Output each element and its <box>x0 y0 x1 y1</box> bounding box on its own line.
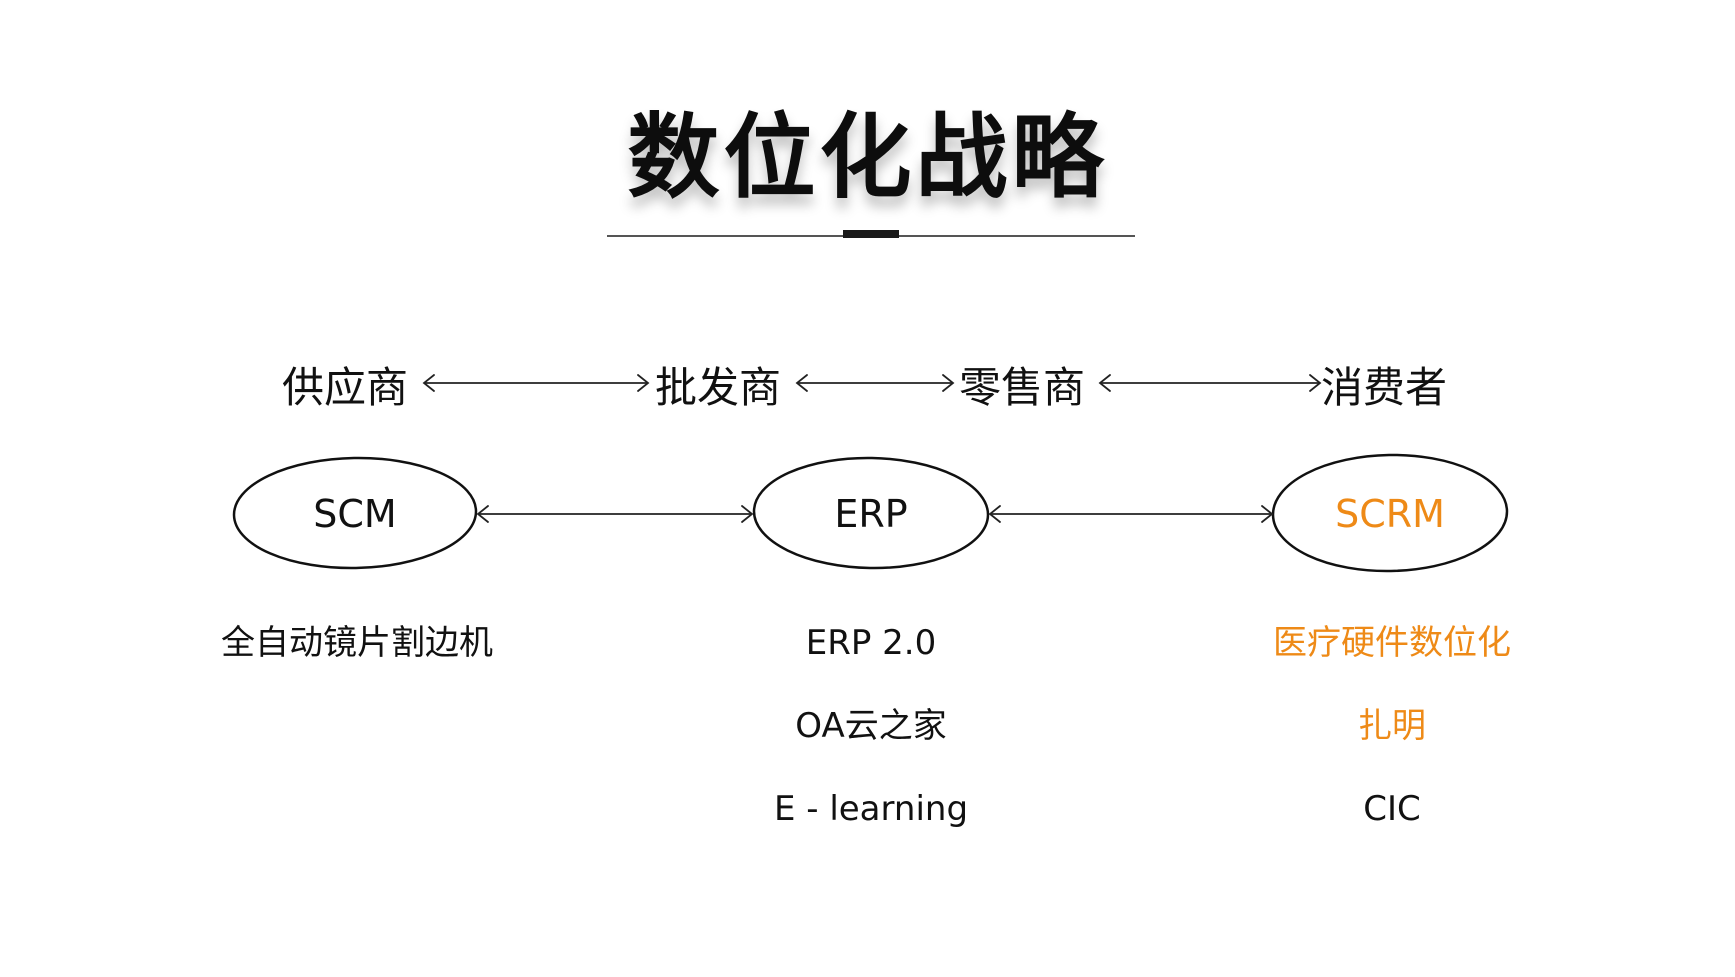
stage-arrow-3 <box>1098 374 1322 392</box>
value-chain-row: 供应商 批发商 零售商 消费者 <box>282 363 1447 412</box>
stage-label-wholesaler: 批发商 <box>655 363 781 412</box>
stage-label-retailer: 零售商 <box>959 363 1085 412</box>
page-title: 数位化战略 <box>627 104 1108 211</box>
title-accent-bar <box>843 230 899 238</box>
system-arrow-2 <box>988 505 1274 523</box>
oval-erp <box>752 456 990 570</box>
erp-item: OA云之家 <box>795 706 946 746</box>
system-node-scrm: SCRM <box>1271 453 1509 573</box>
stage-arrow-2 <box>795 374 955 392</box>
scrm-item: CIC <box>1363 789 1421 829</box>
system-node-scm: SCM <box>232 456 478 570</box>
systems-row: SCM ERP SCRM <box>232 453 1509 573</box>
oval-scrm <box>1271 453 1509 573</box>
scm-item: 全自动镜片割边机 <box>221 623 493 663</box>
scrm-item: 扎明 <box>1358 706 1426 746</box>
erp-item: E - learning <box>774 789 968 829</box>
system-label-erp: ERP <box>834 492 907 536</box>
system-arrow-1 <box>476 505 754 523</box>
system-label-scm: SCM <box>313 492 396 536</box>
stage-label-consumer: 消费者 <box>1321 363 1447 412</box>
system-node-erp: ERP <box>752 456 990 570</box>
stage-label-supplier: 供应商 <box>282 363 408 412</box>
scrm-item: 医疗硬件数位化 <box>1273 623 1511 663</box>
oval-scm <box>232 456 478 570</box>
system-label-scrm: SCRM <box>1335 492 1445 536</box>
erp-item: ERP 2.0 <box>806 623 937 663</box>
stage-arrow-1 <box>422 374 650 392</box>
system-items: 全自动镜片割边机 ERP 2.0 OA云之家 E - learning 医疗硬件… <box>221 623 1511 829</box>
